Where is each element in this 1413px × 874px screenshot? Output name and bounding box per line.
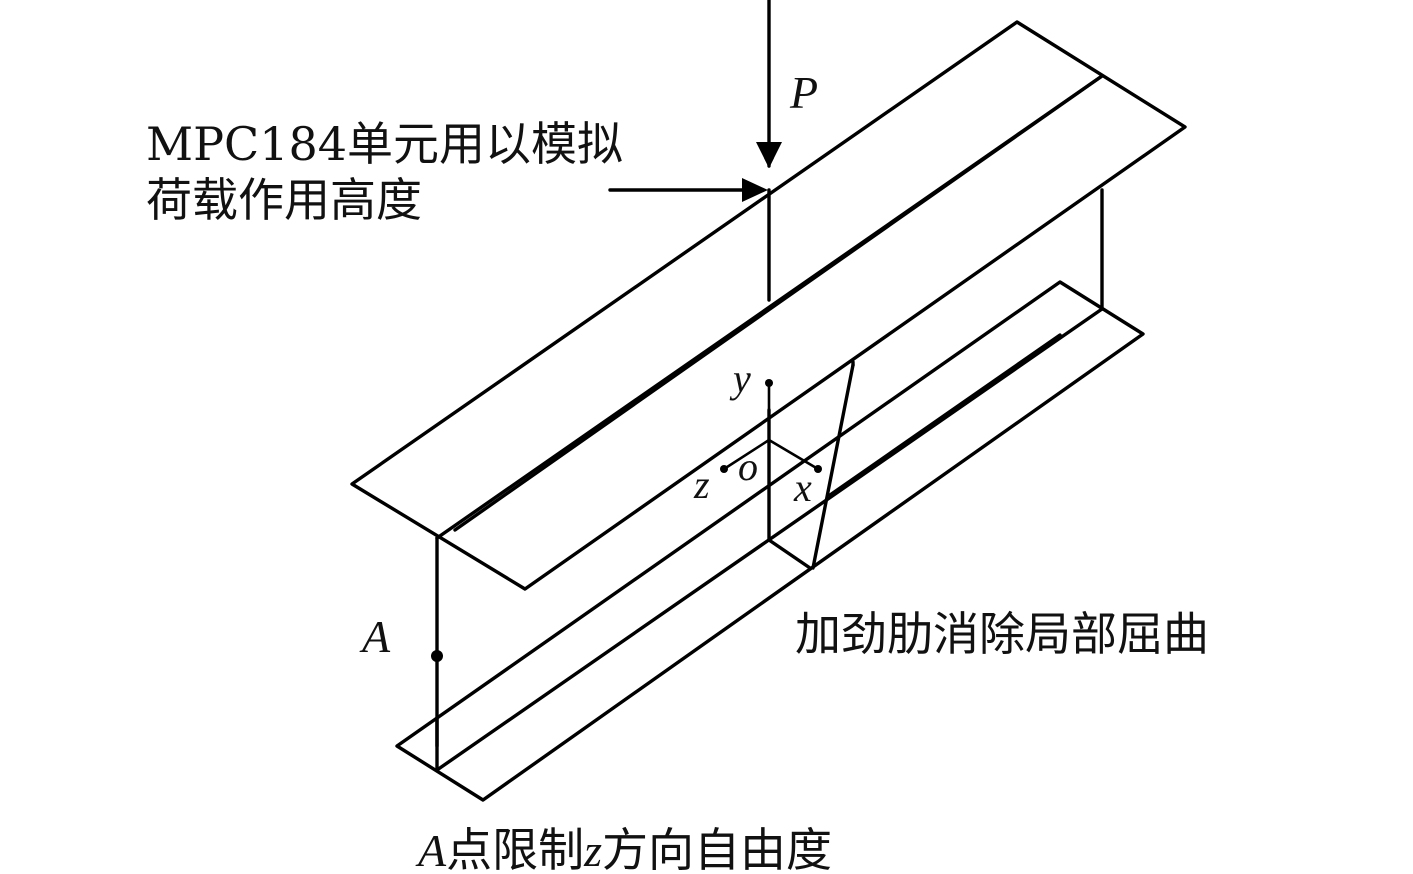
- point-a-marker: [431, 650, 443, 662]
- z-axis-tip: [720, 465, 728, 473]
- y-axis-tip: [765, 379, 773, 387]
- stiffener-plate: [811, 363, 855, 570]
- bottom-note-a: A: [415, 825, 447, 874]
- z-axis: [722, 438, 771, 471]
- point-a-label: A: [359, 611, 391, 662]
- x-axis: [767, 438, 820, 471]
- midspan-bottom-edge: [767, 538, 812, 570]
- x-axis-tip: [814, 465, 822, 473]
- bottom-note: A点限制z方向自由度: [415, 823, 832, 874]
- stiffener-note: 加劲肋消除局部屈曲: [795, 607, 1209, 661]
- bottom-note-tail: 方向自由度: [602, 823, 832, 874]
- mpc-leader-arrowhead: [742, 178, 768, 202]
- load-arrowhead: [756, 142, 782, 168]
- stiffener-bottom-edge: [828, 333, 1062, 497]
- bottom-note-rest: 点限制: [446, 823, 584, 874]
- load-label-p: P: [789, 67, 818, 118]
- axis-label-z: z: [693, 462, 710, 507]
- bottom-note-z: z: [583, 825, 602, 874]
- top-flange-web-line-right: [453, 74, 1104, 532]
- top-flange: [350, 20, 1187, 591]
- mpc184-note-line1: MPC184单元用以模拟: [146, 117, 623, 171]
- axis-label-y: y: [729, 356, 751, 401]
- axis-label-o: o: [738, 444, 758, 489]
- mpc184-note-line2: 荷载作用高度: [146, 173, 422, 227]
- axis-label-x: x: [793, 465, 812, 510]
